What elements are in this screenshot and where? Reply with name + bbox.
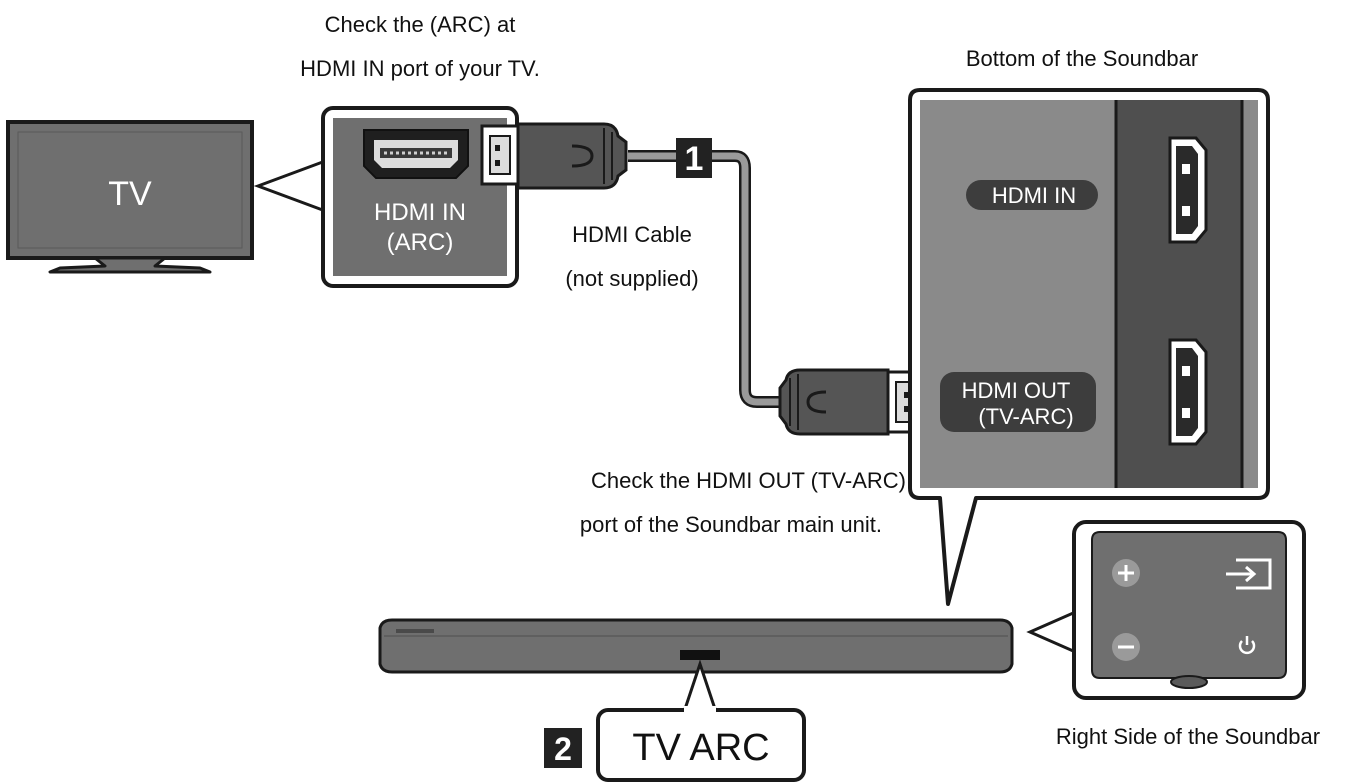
soundbar-bottom-title: Bottom of the Soundbar [966,46,1198,71]
soundbar-side-title: Right Side of the Soundbar [1056,724,1320,749]
hdmi-plug-soundbar-end [778,368,926,436]
hdmi-cable [480,122,926,436]
display-callout-pointer [682,659,718,713]
hdmi-plug-tv-end [480,122,628,190]
power-icon [1238,636,1256,655]
soundbar-hdmi-in-label: HDMI IN [966,180,1098,210]
minus-icon [1112,633,1140,661]
tv-port-check-line2: HDMI IN port of your TV. [300,56,540,81]
tv-hdmi-port-icon [363,129,469,179]
soundbar-hdmi-out-text-line1: HDMI OUT [962,378,1071,403]
soundbar-hdmi-out-label: HDMI OUT (TV-ARC) [940,372,1096,432]
soundbar-hdmi-in-port-icon [1168,136,1208,244]
tv-port-check-line1: Check the (ARC) at [325,12,516,37]
step-1-badge: 1 [676,138,712,178]
soundbar-bottom-panel: HDMI IN HDMI OUT (TV-ARC) [908,88,1270,606]
tv-port-label-line1: HDMI IN [374,199,466,226]
soundbar-hdmi-out-text-line2: (TV-ARC) [978,404,1073,429]
soundbar-hdmi-in-text: HDMI IN [992,183,1076,208]
soundbar-display-window [680,650,720,660]
source-input-icon [1226,558,1272,590]
tv-illustration: TV [6,120,254,274]
step-1-number: 1 [685,140,704,178]
tv-callout-pointer [253,157,330,215]
plus-icon [1112,559,1140,587]
tv-port-label-line2: (ARC) [387,229,454,256]
soundbar-hdmi-out-port-icon [1168,338,1208,446]
cable-label-line2: (not supplied) [565,266,698,291]
step-2-badge: 2 [544,728,582,768]
tv-arc-display-text: TV ARC [632,727,769,769]
tv-label: TV [108,175,152,213]
tv-arc-display-callout: TV ARC [596,706,806,782]
tv-port-zoom-panel: HDMI IN (ARC) [321,106,519,288]
cable-label-line1: HDMI Cable [572,222,692,247]
soundbar-port-check-line1: Check the HDMI OUT (TV-ARC) [591,468,906,493]
soundbar-port-check-line2: port of the Soundbar main unit. [580,512,882,537]
step-2-number: 2 [554,731,572,767]
soundbar-main-unit [378,618,1014,674]
soundbar-side-panel [1072,520,1306,700]
soundbar-logo [396,629,434,633]
